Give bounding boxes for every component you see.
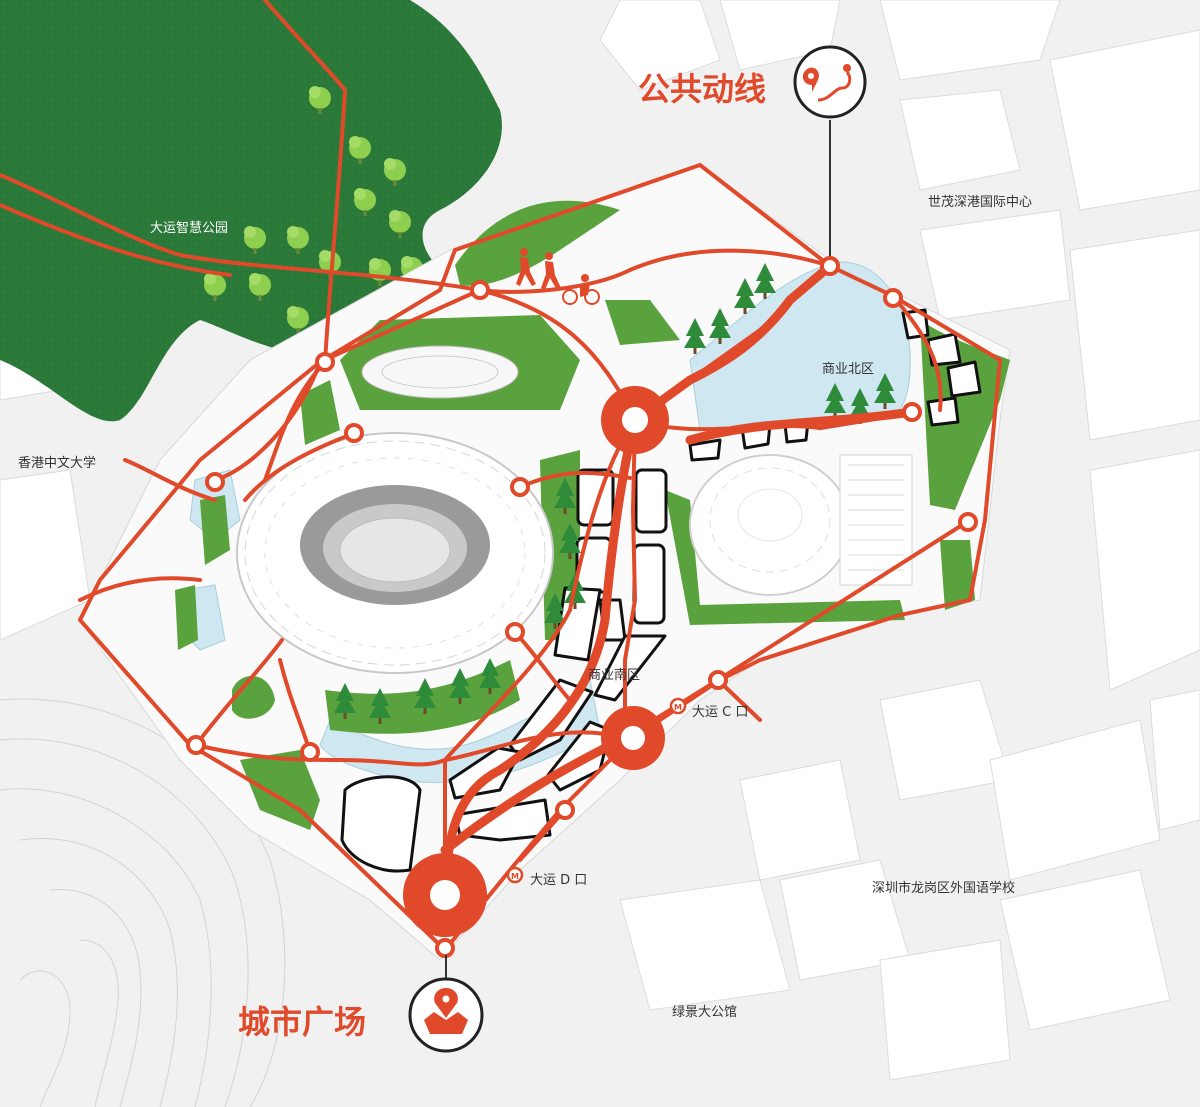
runners-icon — [516, 248, 600, 305]
sports-track — [361, 345, 519, 399]
label-shimao: 世茂深港国际中心 — [928, 195, 1032, 210]
stadium — [236, 432, 554, 674]
city-plaza-title: 城市广场 — [238, 1003, 366, 1041]
route-callout-icon — [793, 45, 867, 119]
route-nodes — [186, 280, 978, 958]
track-lane — [381, 355, 499, 389]
label-exit-c: 大运 C 口 — [692, 705, 748, 720]
contour-hill — [0, 698, 286, 1107]
metro-marker-c: M — [669, 697, 687, 715]
main-route-band — [440, 261, 917, 910]
label-school: 深圳市龙岗区外国语学校 — [872, 880, 1015, 896]
label-lvjing: 绿景大公馆 — [672, 1005, 737, 1020]
label-north-commercial: 商业北区 — [822, 362, 874, 377]
plaza-callout-icon — [408, 977, 484, 1053]
label-park: 大运智慧公园 — [150, 220, 228, 236]
hub-nodes — [403, 386, 669, 937]
label-south-commercial: 商业南区 — [588, 667, 640, 683]
svg-text:M: M — [674, 703, 682, 712]
arena — [689, 454, 913, 596]
svg-text:M: M — [511, 872, 519, 881]
public-route-title: 公共动线 — [638, 70, 766, 108]
callout-node-top — [820, 256, 840, 276]
metro-marker-d: M — [506, 866, 524, 884]
label-exit-d: 大运 D 口 — [530, 873, 587, 888]
label-cuhk: 香港中文大学 — [18, 455, 96, 471]
route-lines — [0, 0, 1003, 952]
